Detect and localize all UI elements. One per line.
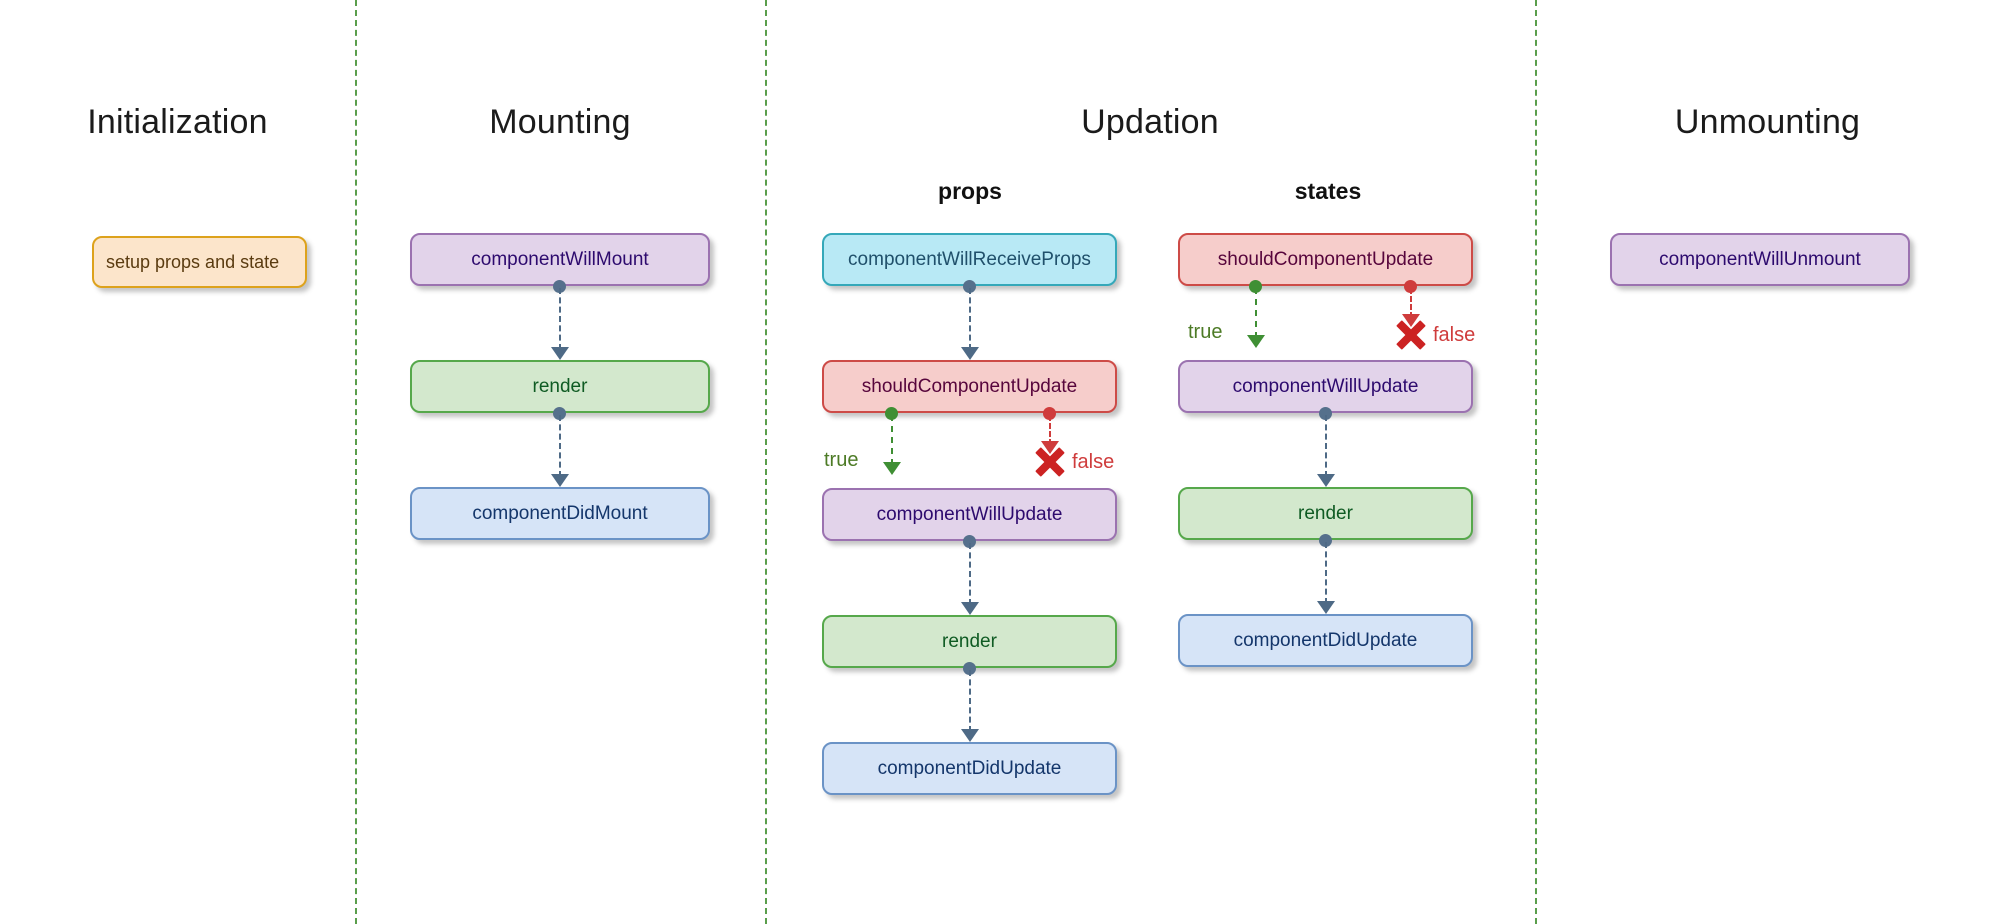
arrowhead-mounting-2 [551,474,569,487]
branch-label-false-states: false [1433,324,1476,346]
connector-props-1 [969,288,971,350]
node-setup-props-and-state[interactable]: setup props and state [92,236,307,288]
arrowhead-mounting-1 [551,347,569,360]
connector-dot-props-3 [963,662,976,675]
connector-dot-props-1 [963,280,976,293]
divider-updation-unmounting [1535,0,1537,924]
node-component-did-update-props[interactable]: componentDidUpdate [822,742,1117,795]
section-title-unmounting: Unmounting [1674,103,1861,141]
branch-label-false-props: false [1072,451,1115,473]
connector-dot-states-1 [1319,407,1332,420]
connector-true-states [1255,288,1257,338]
arrowhead-props-3 [961,729,979,742]
node-component-did-update-states[interactable]: componentDidUpdate [1178,614,1473,667]
branch-dot-false-props [1043,407,1056,420]
node-component-will-receive-props[interactable]: componentWillReceiveProps [822,233,1117,286]
x-mark-false-states [1394,318,1428,352]
connector-dot-props-2 [963,535,976,548]
divider-mounting-updation [765,0,767,924]
node-render-props[interactable]: render [822,615,1117,668]
branch-label-true-props: true [824,449,859,471]
connector-false-states [1410,288,1412,318]
branch-label-true-states: true [1188,321,1223,343]
section-title-mounting: Mounting [489,103,631,141]
arrowhead-true-props [883,462,901,475]
section-title-initialization: Initialization [87,103,268,141]
connector-true-props [891,415,893,465]
arrowhead-props-2 [961,602,979,615]
subtitle-states: states [1294,178,1362,204]
connector-props-2 [969,543,971,605]
arrowhead-props-1 [961,347,979,360]
connector-dot-mounting-1 [553,280,566,293]
connector-props-3 [969,670,971,732]
connector-dot-states-2 [1319,534,1332,547]
x-mark-false-props [1033,445,1067,479]
node-component-will-update-states[interactable]: componentWillUpdate [1178,360,1473,413]
node-should-component-update-states[interactable]: shouldComponentUpdate [1178,233,1473,286]
section-title-updation: Updation [1081,103,1219,141]
connector-false-props [1049,415,1051,445]
connector-states-1 [1325,415,1327,477]
connector-dot-mounting-2 [553,407,566,420]
branch-dot-true-states [1249,280,1262,293]
branch-dot-false-states [1404,280,1417,293]
node-component-will-update-props[interactable]: componentWillUpdate [822,488,1117,541]
divider-initialization-mounting [355,0,357,924]
arrowhead-states-2 [1317,601,1335,614]
arrowhead-true-states [1247,335,1265,348]
arrowhead-states-1 [1317,474,1335,487]
connector-states-2 [1325,542,1327,604]
node-component-will-mount[interactable]: componentWillMount [410,233,710,286]
connector-mounting-2 [559,415,561,477]
node-render-states[interactable]: render [1178,487,1473,540]
node-should-component-update-props[interactable]: shouldComponentUpdate [822,360,1117,413]
branch-dot-true-props [885,407,898,420]
node-component-did-mount[interactable]: componentDidMount [410,487,710,540]
subtitle-props: props [938,178,1002,204]
connector-mounting-1 [559,288,561,350]
node-render-mounting[interactable]: render [410,360,710,413]
node-component-will-unmount[interactable]: componentWillUnmount [1610,233,1910,286]
